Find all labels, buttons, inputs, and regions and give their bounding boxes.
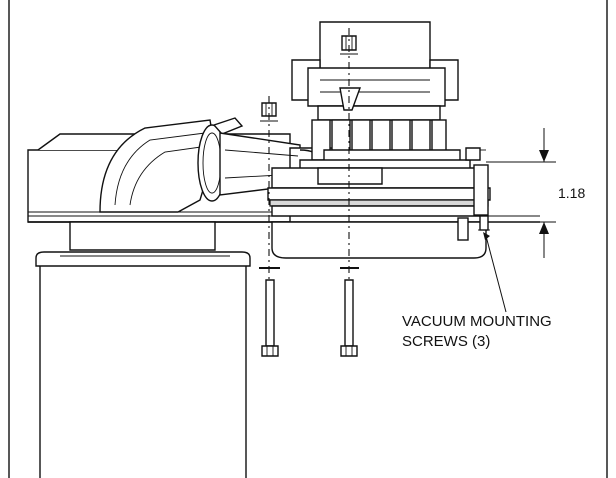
- motor-cylinder: [35, 221, 251, 478]
- dimension-label: 1.18: [558, 185, 585, 201]
- vacuum-mounting-screw: [478, 215, 490, 231]
- valve-body: [291, 21, 471, 171]
- mounting-flange: [267, 147, 491, 259]
- callout-line-1: VACUUM MOUNTING: [402, 313, 552, 330]
- bolt-right: [340, 279, 358, 357]
- centerlines: [268, 28, 350, 300]
- top-nut: [340, 35, 358, 55]
- callout-leader: [483, 232, 507, 313]
- bolt-left: [261, 279, 279, 357]
- drawing-frame: [8, 0, 608, 478]
- dimension-lines: [486, 128, 556, 258]
- elbow-duct: [99, 117, 244, 213]
- callout-line-2: SCREWS (3): [402, 333, 490, 350]
- left-nut: [260, 102, 278, 122]
